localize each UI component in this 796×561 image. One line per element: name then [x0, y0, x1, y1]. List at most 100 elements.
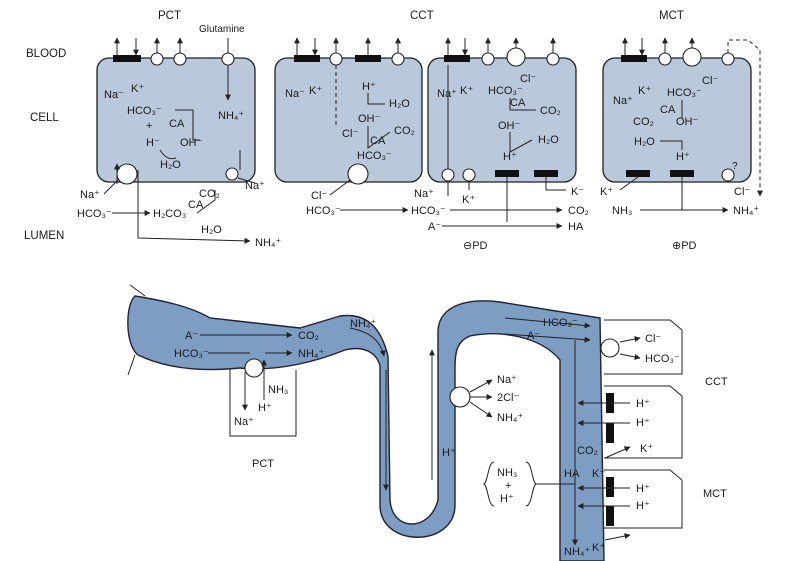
cd-h2: H⁺ [636, 417, 650, 429]
bottom-pct-h: H⁺ [258, 402, 272, 414]
bottom-pct-a: A⁻ [185, 330, 198, 342]
cd-k3: K⁺ [592, 542, 605, 554]
mct-large-carrier [682, 47, 702, 67]
mct-cl-carrier [721, 52, 735, 66]
cct-right-na: Na⁺ [437, 88, 457, 100]
mct-na-k-pump [621, 55, 647, 62]
cd-h4: H⁺ [636, 500, 650, 512]
cct-right-h: H⁺ [503, 151, 517, 163]
cct-right-h2o: H₂O [538, 134, 559, 146]
bottom-pct-nh3: NH₃ [268, 384, 288, 396]
cct-right-a-lumen: A⁻ [428, 221, 441, 233]
mct-ca: CA [660, 104, 676, 116]
cct-right-hco3: HCO₃⁻ [488, 85, 523, 97]
mct-cell [602, 57, 752, 183]
cct-left-cl-lumen: Cl⁻ [311, 190, 327, 202]
mct-pd: ⊕PD [672, 240, 697, 252]
cd-cl: Cl⁻ [645, 333, 661, 345]
pct-glutamine-carrier [221, 52, 235, 66]
cct-right-ha-lumen: HA [568, 221, 584, 233]
cct-left-na-k-pump [294, 55, 320, 62]
cct-right-k: K⁺ [460, 85, 473, 97]
cct-left-carrier [329, 52, 343, 66]
mct-cl-lumen: Cl⁻ [734, 186, 750, 198]
pct-na-lumen: Na⁺ [80, 189, 100, 201]
row-label-cell: CELL [30, 112, 59, 124]
pct-h2o-cell: H₂O [160, 159, 181, 171]
cd-h3: H⁺ [636, 483, 650, 495]
cct-right-hco3-lumen: HCO₃⁻ [411, 205, 446, 217]
loop-nkcc-transporter [449, 386, 471, 408]
bottom-cct-label: CCT [705, 376, 728, 388]
pct-cell-group: Glutamine Na⁻ K⁺ HCO₃⁻ + CA H⁻ OH⁻ H₂O N… [77, 24, 281, 249]
pct-na-h-exchanger [225, 167, 239, 181]
pct-na-right: Na⁺ [245, 180, 265, 192]
mct-h-pump [626, 170, 650, 177]
cct-right-oh: OH⁻ [498, 120, 521, 132]
cct-left-h: H⁺ [362, 81, 376, 93]
mct-h: H⁺ [676, 151, 690, 163]
pct-h2o-lumen: H₂O [201, 224, 222, 236]
cct-right-ca: CA [510, 97, 526, 109]
loop-2cl: 2Cl⁻ [497, 392, 520, 404]
cct-right-cl: Cl⁻ [520, 73, 536, 85]
pct-na-blood: Na⁻ [104, 89, 124, 101]
bottom-mct-label: MCT [703, 488, 727, 500]
cct-right-cell-group: Na⁺ K⁺ HCO₃⁻ Cl⁻ CA CO₂ OH⁻ H₂O H⁺ Na⁺ K… [411, 37, 589, 252]
loop-h2: H⁺ [500, 493, 514, 505]
mct-carrier [658, 52, 672, 66]
cd-h-pump-2 [606, 423, 614, 443]
bottom-pct-co2: CO₂ [298, 330, 319, 342]
mct-nh4: NH₄⁺ [733, 205, 759, 217]
cct-left-cl-cell: Cl⁻ [342, 128, 358, 140]
mct-hk-pump [670, 170, 694, 177]
cd-h1: H⁺ [636, 398, 650, 410]
mct-cl: Cl⁻ [702, 75, 718, 87]
mct-hco3: HCO₃⁻ [667, 87, 702, 99]
cct-left-cell [274, 57, 423, 183]
pct-nh4-lumen: NH₄⁺ [255, 237, 281, 249]
cct-left-k: K⁺ [309, 85, 322, 97]
bottom-pct-nh4: NH₄⁺ [298, 348, 324, 360]
pct-carrier-1 [150, 52, 164, 66]
cct-left-hco3-lumen: HCO₃⁻ [306, 205, 341, 217]
mct-lumen-carrier [721, 168, 735, 182]
pct-glutamine: Glutamine [199, 24, 245, 35]
cct-left-cell-group: Na⁻ K⁺ H⁺ H₂O OH⁻ Cl⁻ CA CO₂ HCO₃⁻ Cl⁻ H… [274, 37, 423, 217]
cct-left-na: Na⁻ [285, 88, 305, 100]
section-label-cct: CCT [410, 10, 434, 22]
mct-k: K⁺ [638, 85, 651, 97]
cct-right-na-channel [441, 168, 455, 182]
cd-h-pump-3 [606, 477, 614, 497]
pct-k-blood: K⁺ [131, 83, 144, 95]
section-label-pct: PCT [158, 10, 181, 22]
bottom-pct-na: Na⁺ [234, 416, 254, 428]
bottom-pct-label: PCT [252, 458, 274, 470]
pct-plus: + [146, 120, 152, 132]
cct-right-carrier [481, 52, 495, 66]
cct-left-co2: CO₂ [394, 125, 415, 137]
cd-hco3-out: HCO₃⁻ [645, 353, 680, 365]
mct-co2: CO₂ [633, 116, 654, 128]
row-label-lumen: LUMEN [24, 230, 64, 242]
bottom-pct-nh4-top: NH₄⁺ [350, 318, 376, 330]
mct-cell-group: Na⁺ K⁺ HCO₃⁻ Cl⁻ CA CO₂ OH⁻ H₂O H⁺ ? K⁺ … [600, 37, 763, 252]
cd-ha: HA [564, 468, 580, 480]
pct-na-k-pump [113, 55, 141, 62]
cct-right-co2: CO₂ [540, 105, 561, 117]
cct-right-na-k-pump [444, 55, 470, 62]
loop-h: H⁺ [442, 447, 456, 459]
loop-plus: + [505, 480, 511, 492]
pct-hco3-cell: HCO₃⁻ [127, 105, 162, 117]
cd-cl-hco3-exchanger [600, 338, 620, 358]
cd-k: K⁺ [640, 443, 653, 455]
cct-right-k-lumen-right: K⁻ [571, 186, 584, 198]
cct-left-cl-hco3-exchanger [347, 163, 369, 185]
cct-right-co2-lumen: CO₂ [568, 205, 589, 217]
pct-lumen-cotransporter [116, 163, 138, 185]
cct-right-carrier-2 [546, 52, 560, 66]
loop-nh3: NH₃ [497, 467, 517, 479]
cct-right-cell [427, 57, 577, 183]
loop-nh4: NH₄⁺ [497, 412, 523, 424]
